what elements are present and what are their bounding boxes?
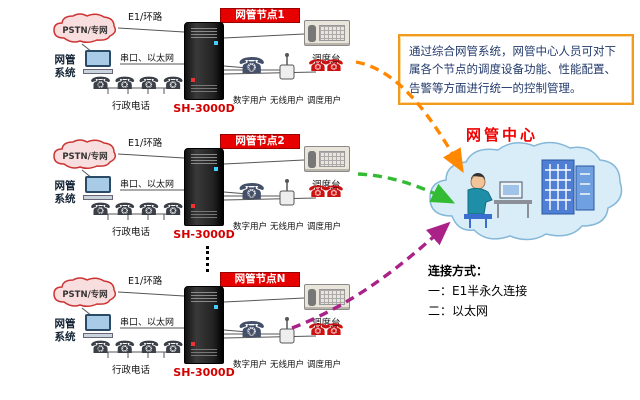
nmc-cloud-scene [429, 141, 623, 241]
user-label-digital: 数字用户 [232, 222, 267, 232]
connection-method-1: 一：E1半永久连接 [428, 283, 528, 298]
computer-icon [82, 50, 114, 74]
wireless-device-icon [276, 178, 298, 212]
server-model-label: SH-3000D [173, 228, 235, 241]
admin-phone-label: 行政电话 [112, 365, 151, 376]
buildings-icon [541, 159, 595, 215]
admin-phone-label: 行政电话 [112, 101, 151, 112]
node-title: 网管节点1 [220, 8, 300, 23]
server-model-label: SH-3000D [173, 102, 235, 115]
dispatch-phones-icon: ☎☎ [308, 182, 344, 201]
dispatch-console-icon [304, 146, 350, 172]
admin-phones-icons: ☎☎☎☎ [90, 74, 187, 94]
user-label-dispatch: 调度用户 [306, 222, 341, 232]
e1-link-label: E1/环路 [128, 138, 163, 149]
dispatch-console-icon [304, 284, 350, 310]
nms-label: 网管系统 [54, 54, 76, 80]
digital-phone-icon: ☎ [238, 54, 266, 79]
operator-person-icon [464, 173, 493, 228]
dispatch-phones-icon: ☎☎ [308, 320, 344, 339]
node-connection-lines [81, 27, 317, 94]
nms-label: 网管系统 [54, 180, 76, 206]
computer-icon [82, 314, 114, 338]
user-label-dispatch: 调度用户 [306, 360, 341, 370]
dispatch-phones-icon: ☎☎ [308, 56, 344, 75]
serial-ethernet-label: 串口、以太网 [120, 180, 175, 190]
pstn-label: PSTN/专网 [62, 25, 108, 36]
network-center-cloud [422, 138, 628, 248]
connection-heading: 连接方式： [428, 264, 489, 278]
cloud-shape [53, 139, 117, 170]
node-group-1: 网管节点1 PSTN/专网 E1/环路 网管系统 串口、以太网 SH-3000D… [52, 8, 368, 130]
connection-methods: 连接方式： 一：E1半永久连接 二：以太网 [428, 262, 527, 321]
admin-phone-label: 行政电话 [112, 227, 151, 238]
user-label-dispatch: 调度用户 [306, 96, 341, 106]
node-group-n: 网管节点N PSTN/专网 E1/环路 网管系统 串口、以太网 SH-3000D… [52, 272, 368, 394]
pstn-cloud-icon: PSTN/专网 [52, 276, 118, 308]
dispatch-console-label: 调度台 [312, 180, 341, 191]
computer-icon [82, 176, 114, 200]
node-title: 网管节点N [220, 272, 300, 287]
user-label-wireless: 无线用户 [269, 222, 304, 232]
e1-link-label: E1/环路 [128, 276, 163, 287]
description-box: 通过综合网管系统，网管中心人员可对下属各个节点的调度设备功能、性能配置、告警等方… [398, 34, 634, 106]
nmc-title: 网管中心 [466, 126, 539, 144]
cloud-shape [53, 13, 117, 44]
workstation-icon [494, 181, 532, 218]
server-cabinet-icon [184, 286, 224, 364]
server-model-label: SH-3000D [173, 366, 235, 379]
serial-ethernet-label: 串口、以太网 [120, 54, 175, 64]
user-label-digital: 数字用户 [232, 96, 267, 106]
pstn-label: PSTN/专网 [62, 151, 108, 162]
cloud-shape [53, 277, 117, 308]
user-label-wireless: 无线用户 [269, 96, 304, 106]
continuation-dots [206, 246, 209, 272]
e1-link-label: E1/环路 [128, 12, 163, 23]
pstn-cloud-icon: PSTN/专网 [52, 138, 118, 170]
dispatch-console-label: 调度台 [312, 54, 341, 65]
server-cabinet-icon [184, 148, 224, 226]
dispatch-console-icon [304, 20, 350, 46]
node-title: 网管节点2 [220, 134, 300, 149]
pstn-label: PSTN/专网 [62, 289, 108, 300]
admin-phones-icons: ☎☎☎☎ [90, 338, 187, 358]
node-group-2: 网管节点2 PSTN/专网 E1/环路 网管系统 串口、以太网 SH-3000D… [52, 134, 368, 256]
digital-phone-icon: ☎ [238, 318, 266, 343]
pstn-cloud-icon: PSTN/专网 [52, 12, 118, 44]
connection-method-2: 二：以太网 [428, 303, 489, 318]
wireless-device-icon [276, 52, 298, 86]
server-cabinet-icon [184, 22, 224, 100]
nms-label: 网管系统 [54, 318, 76, 344]
user-label-digital: 数字用户 [232, 360, 267, 370]
serial-ethernet-label: 串口、以太网 [120, 318, 175, 328]
node-connection-lines [81, 153, 317, 220]
digital-phone-icon: ☎ [238, 180, 266, 205]
wireless-device-icon [276, 316, 298, 350]
admin-phones-icons: ☎☎☎☎ [90, 200, 187, 220]
user-label-wireless: 无线用户 [269, 360, 304, 370]
